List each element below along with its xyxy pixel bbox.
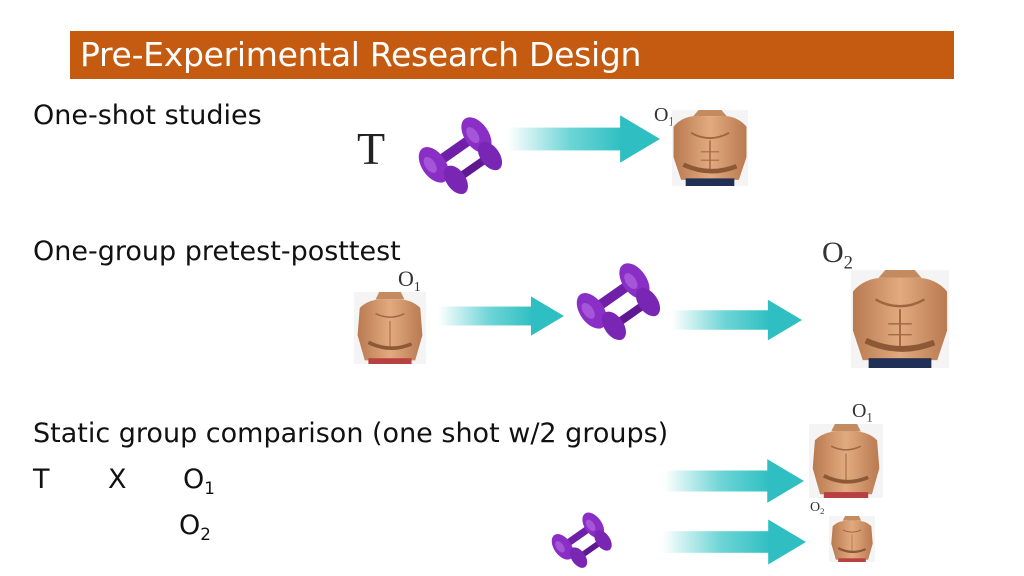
treatment-label: T (357, 123, 386, 174)
man-image (827, 516, 877, 562)
posttest-label: O2 (822, 236, 853, 274)
notation-x: X (108, 464, 127, 495)
group2-label: O2 (810, 500, 825, 517)
arrow-right-icon (662, 519, 806, 565)
man-image (802, 424, 890, 498)
title-bar: Pre-Experimental Research Design (70, 31, 954, 79)
group1-label: O1 (852, 400, 873, 425)
section-heading-static-group: Static group comparison (one shot w/2 gr… (33, 418, 669, 449)
section-heading-pretest-posttest: One-group pretest-posttest (33, 236, 401, 267)
arrow-right-icon (508, 115, 660, 163)
page-title: Pre-Experimental Research Design (80, 35, 642, 74)
arrow-right-icon (438, 296, 564, 336)
muscular-man-image (672, 110, 748, 186)
notation-t: T (33, 464, 50, 495)
observation-label: O1 (654, 104, 675, 129)
arrow-right-icon (672, 299, 802, 341)
man-image (346, 292, 434, 364)
dumbbell-icon (412, 111, 508, 198)
dumbbell-icon (570, 257, 666, 344)
section-heading-one-shot: One-shot studies (33, 100, 262, 131)
arrow-right-icon (664, 459, 804, 503)
dumbbell-icon (547, 508, 616, 570)
notation-o1: O1 (183, 464, 215, 498)
pretest-label: O1 (398, 266, 421, 294)
notation-o2: O2 (179, 510, 211, 544)
muscular-man-image (836, 270, 964, 368)
